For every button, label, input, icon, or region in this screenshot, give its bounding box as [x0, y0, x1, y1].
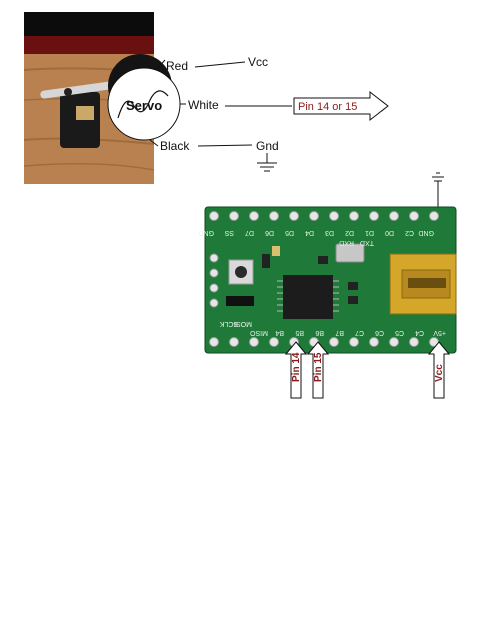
wire-white: White [180, 98, 292, 112]
pin-hole [349, 211, 359, 221]
waveform-icon [117, 90, 169, 119]
top-pin-sublabel: RXD [339, 239, 354, 246]
top-pin-label: D3 [325, 229, 334, 236]
top-pin-label: D5 [285, 229, 294, 236]
wire-black: Black Gnd [149, 139, 279, 153]
pin-hole [269, 211, 279, 221]
top-pin-label: D4 [305, 229, 314, 236]
top-pin-label: D2 [345, 229, 354, 236]
pin-hole [409, 337, 419, 347]
bottom-pin-label: B7 [335, 329, 344, 336]
top-pin-label: D7 [245, 229, 254, 236]
pin-hole [349, 337, 359, 347]
pin-hole [229, 337, 239, 347]
pin-hole [269, 337, 279, 347]
wire-red: Red Vcc [155, 55, 268, 73]
top-pin-label: D6 [265, 229, 274, 236]
microcontroller-chip [283, 275, 333, 319]
ground-symbol-icon [257, 153, 277, 172]
bottom-pin-label: B6 [315, 329, 324, 336]
bottom-pin-label: B5 [295, 329, 304, 336]
signal-arrow: Pin 14 or 15 [293, 90, 389, 122]
signal-arrow-label: Pin 14 or 15 [298, 101, 357, 113]
pin-14-arrow: Pin 14 [284, 341, 308, 399]
bottom-pin-sublabel: SCLK [219, 320, 238, 327]
pin-hole [209, 211, 219, 221]
pin-hole [409, 211, 419, 221]
top-pin-labels: GND SS D7 D6 D5 D4 D3 D2 D1 D0 C2 GND RX… [198, 229, 434, 246]
pin-15-arrow-label: Pin 15 [313, 352, 324, 382]
vcc-arrow: Vcc [427, 341, 451, 399]
pin-hole [289, 211, 299, 221]
bottom-pin-label: MISO [250, 329, 268, 336]
servo-symbol: Servo [107, 67, 181, 141]
pin-hole [249, 337, 259, 347]
pin-hole [389, 337, 399, 347]
side-pin-holes [209, 253, 219, 308]
pin-hole [329, 211, 339, 221]
vcc-label: Vcc [248, 55, 268, 69]
bottom-pin-label: C4 [415, 329, 424, 336]
pin-hole [389, 211, 399, 221]
pin-hole [369, 337, 379, 347]
pin-14-arrow-label: Pin 14 [291, 352, 302, 382]
top-pin-label: GND [418, 229, 434, 236]
top-pin-label: GND [198, 229, 214, 236]
top-pin-label: D0 [385, 229, 394, 236]
pin-hole [229, 211, 239, 221]
wire-black-label: Black [160, 139, 190, 153]
top-pin-sublabel: TXD [360, 239, 374, 246]
crystal-icon [335, 243, 365, 263]
pin-hole [309, 211, 319, 221]
top-pin-label: C2 [405, 229, 414, 236]
pin-hole [429, 211, 439, 221]
top-pin-label: D1 [365, 229, 374, 236]
wire-white-label: White [188, 98, 219, 112]
top-pin-holes [209, 211, 439, 221]
bottom-pin-label: C5 [395, 329, 404, 336]
bottom-pin-sublabel: MOSI [234, 320, 252, 327]
bottom-pin-label: B4 [275, 329, 284, 336]
top-pin-label: SS [224, 229, 234, 236]
bottom-pin-label: +5V [433, 329, 446, 336]
gnd-label: Gnd [256, 139, 279, 153]
bottom-pin-labels: SCLK MOSI MISO B4 B5 B6 B7 C7 C6 C5 C4 +… [219, 320, 446, 336]
pin-15-arrow: Pin 15 [306, 341, 330, 399]
pin-hole [209, 337, 219, 347]
bottom-pin-label: C6 [375, 329, 384, 336]
pin-hole [329, 337, 339, 347]
servo-label: Servo [126, 98, 162, 113]
bottom-pin-label: C7 [355, 329, 364, 336]
teensy-board: GND SS D7 D6 D5 D4 D3 D2 D1 D0 C2 GND RX… [198, 206, 457, 354]
wire-red-label: Red [166, 59, 188, 73]
pin-hole [249, 211, 259, 221]
pin-hole [369, 211, 379, 221]
vcc-arrow-label: Vcc [434, 364, 445, 382]
